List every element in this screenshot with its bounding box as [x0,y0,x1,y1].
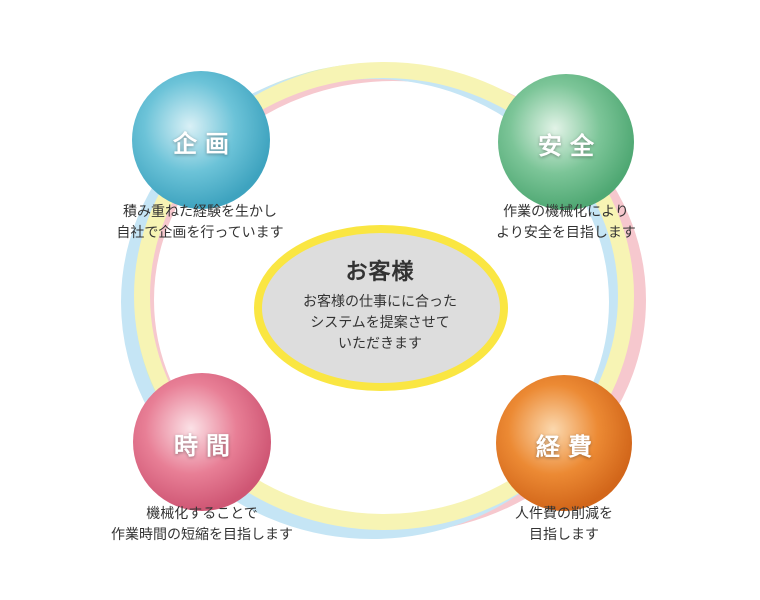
cost-label: 経費 [536,433,600,461]
planning-desc-line: 自社で企画を行っています [116,225,284,241]
safety-label: 安全 [538,132,602,160]
cost-desc-line: 人件費の削減を [515,506,613,522]
cost-desc-line: 目指します [529,527,599,543]
center-description: お客様の仕事にに合った システムを提案させて いただきます [270,292,490,355]
center-ellipse [254,225,508,391]
center-desc-line: お客様の仕事にに合った [303,294,457,310]
planning-desc-line: 積み重ねた経験を生かし [123,204,277,220]
safety-desc-line: 作業の機械化により [503,204,629,220]
planning-circle [132,71,270,209]
safety-desc-line: より安全を目指します [496,225,636,241]
ring-yellow [134,62,634,530]
time-label: 時間 [174,432,238,460]
time-description: 機械化することで 作業時間の短縮を目指します [82,504,322,546]
safety-description: 作業の機械化により より安全を目指します [446,202,686,244]
time-desc-line: 作業時間の短縮を目指します [111,527,293,543]
safety-circle [498,74,634,210]
cost-description: 人件費の削減を 目指します [444,504,684,546]
center-desc-line: いただきます [338,336,422,352]
center-desc-line: システムを提案させて [310,315,450,331]
cost-circle [496,375,632,511]
time-desc-line: 機械化することで [146,506,258,522]
center-title: お客様 [345,260,415,285]
planning-description: 積み重ねた経験を生かし 自社で企画を行っています [80,202,320,244]
time-circle [133,373,271,511]
planning-label: 企画 [173,130,237,158]
